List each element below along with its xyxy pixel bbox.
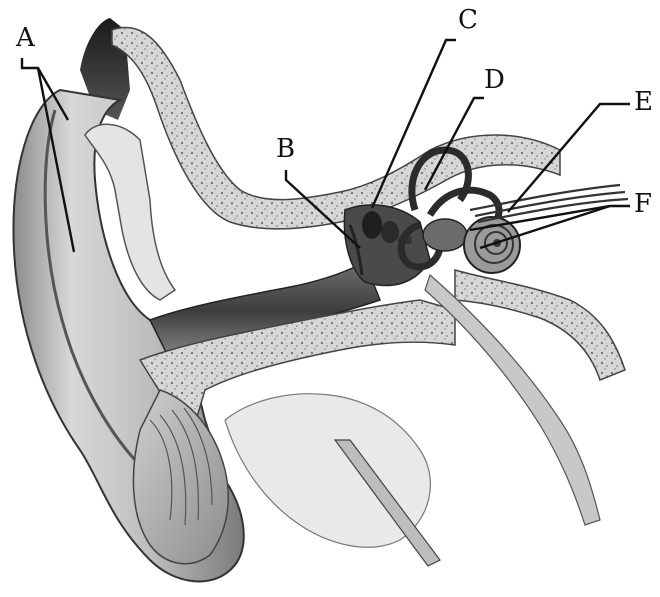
label-f: F — [634, 189, 652, 219]
label-b: B — [276, 134, 295, 164]
vestibule — [423, 219, 467, 251]
label-d: D — [484, 65, 505, 95]
label-c: C — [458, 5, 478, 35]
label-a: A — [15, 23, 36, 53]
label-e: E — [634, 87, 653, 117]
earlobe — [133, 390, 228, 564]
